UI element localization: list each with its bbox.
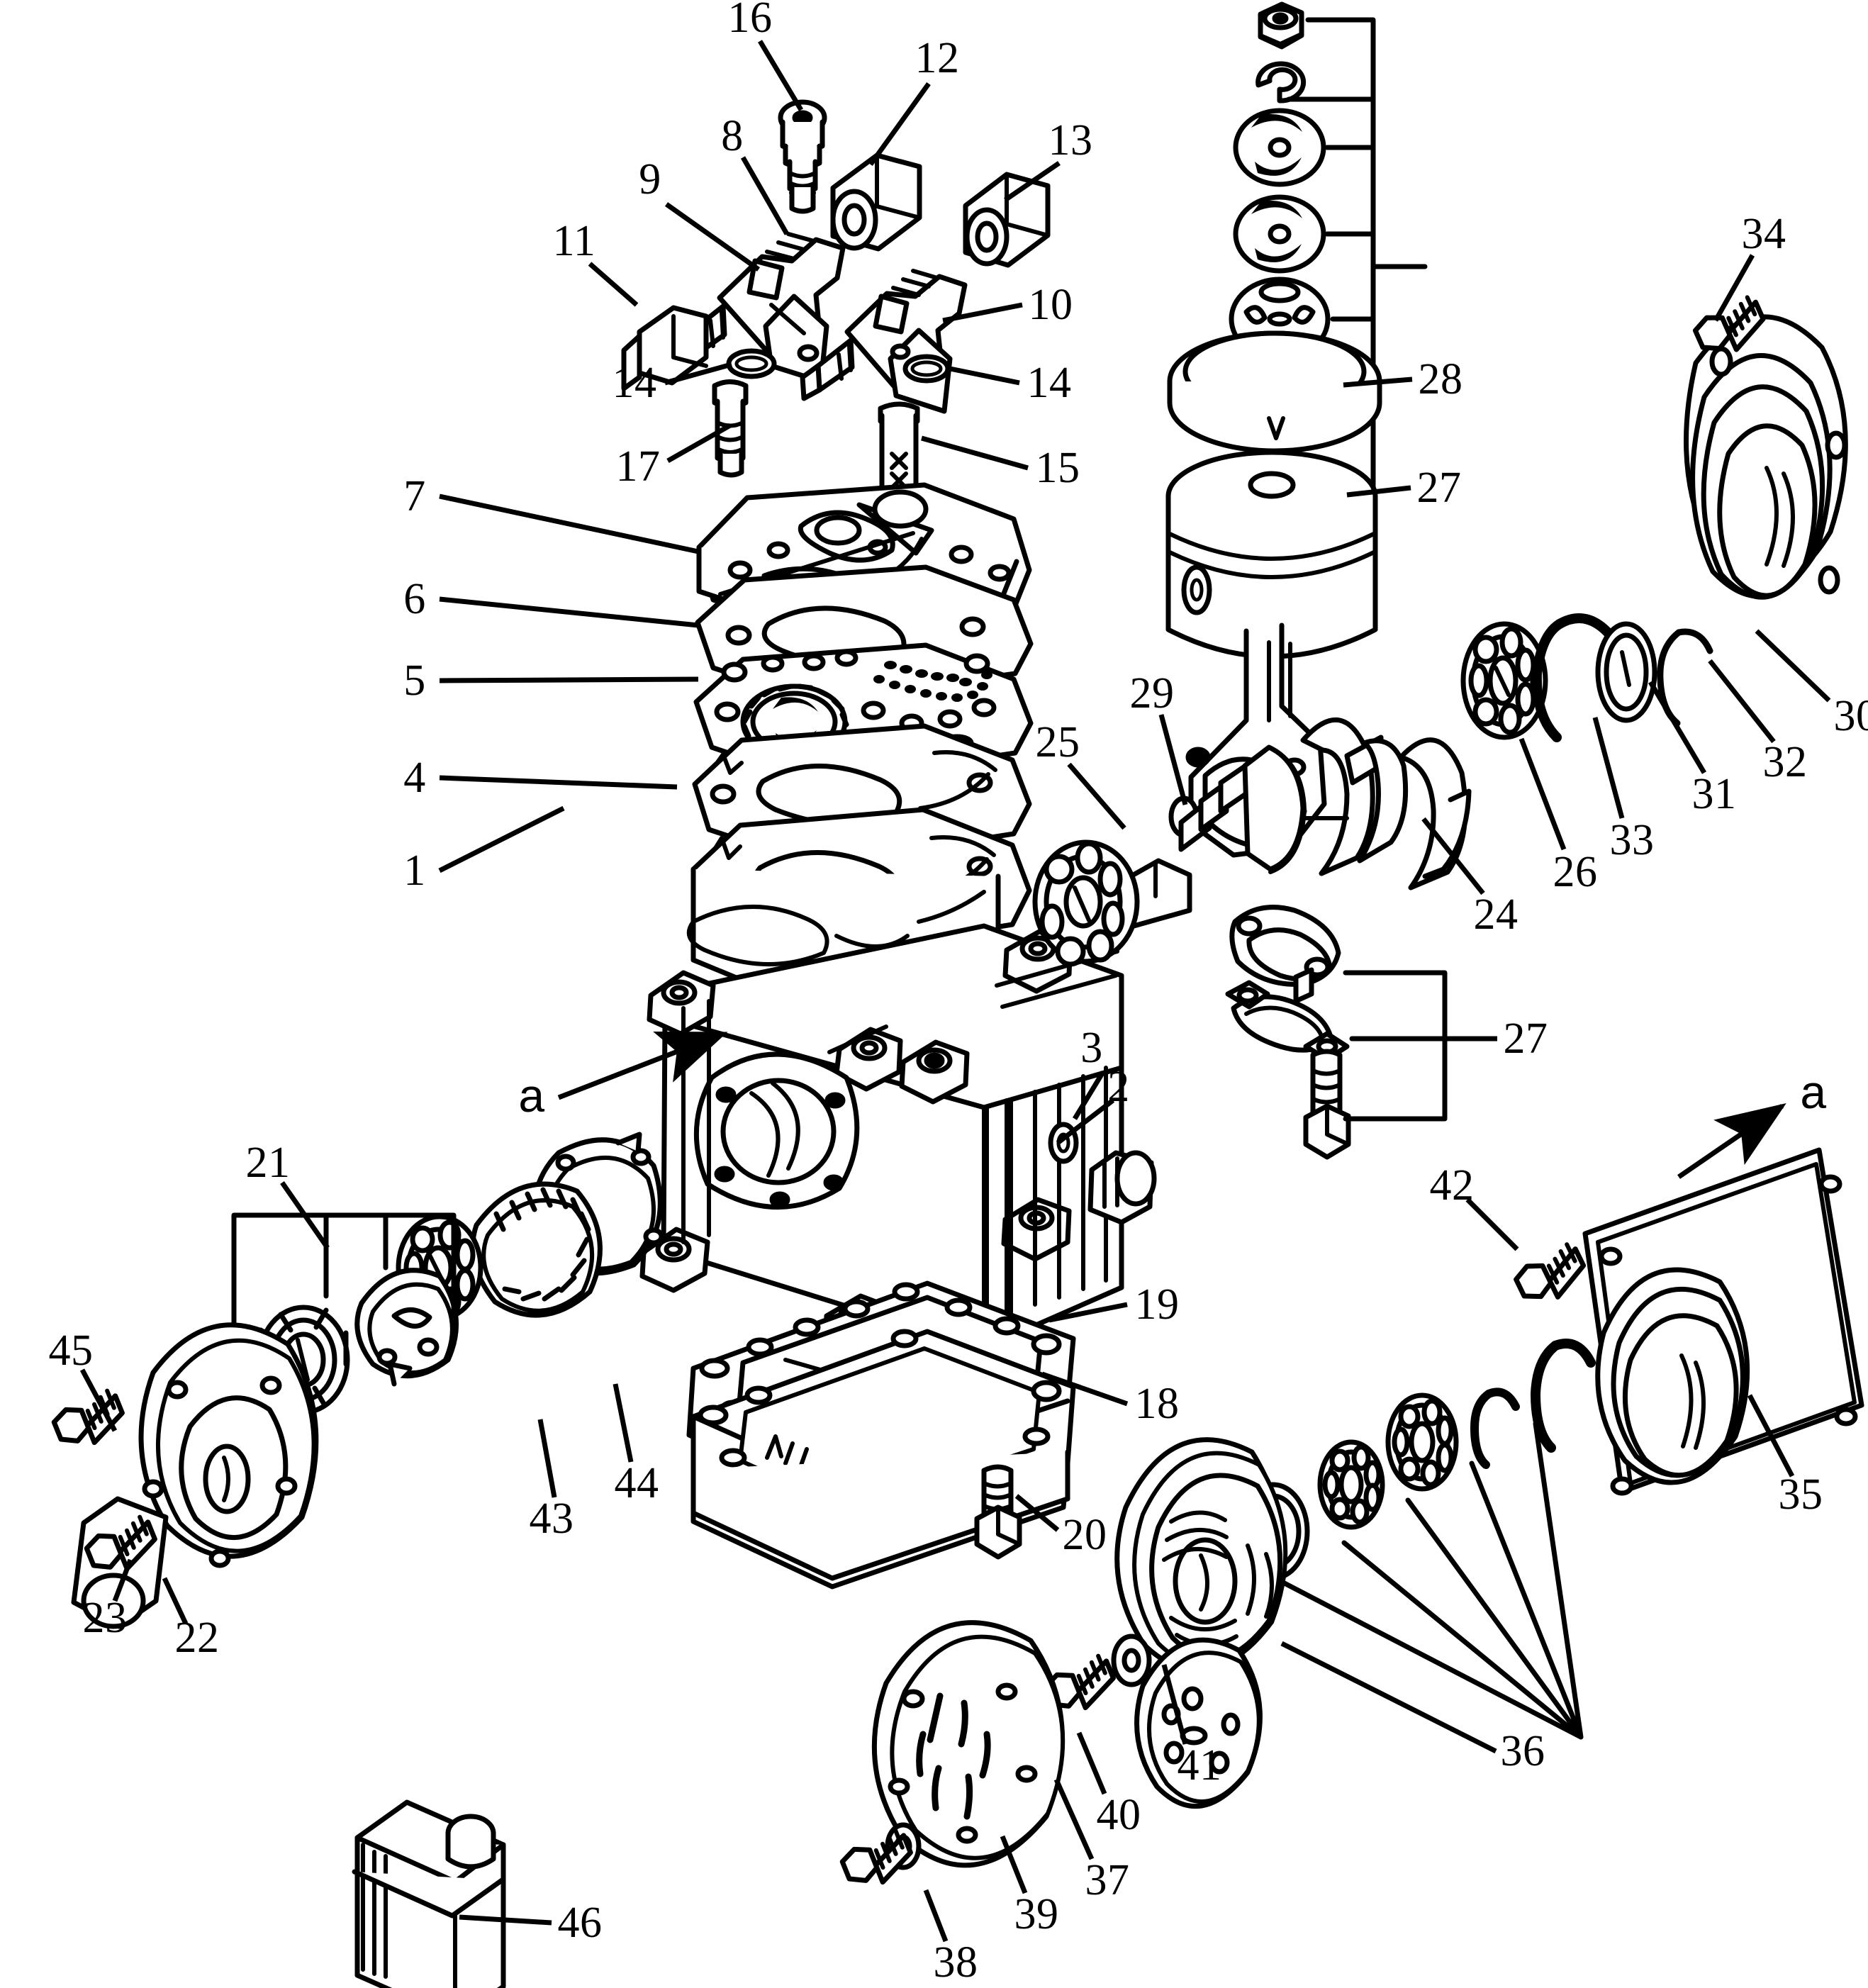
part-33-snap-ring bbox=[1531, 619, 1565, 742]
callout-label: 25 bbox=[1035, 718, 1080, 766]
callout-label: 1 bbox=[403, 847, 426, 895]
callout-label: 38 bbox=[933, 1938, 978, 1987]
part-30-bearing-housing-cover bbox=[1684, 314, 1848, 600]
part-27-bearing-cap-lower bbox=[1225, 980, 1350, 1062]
part-38-cover-bolt bbox=[839, 1828, 917, 1894]
bracket-group-36 bbox=[1277, 1421, 1584, 1740]
callout-label: 43 bbox=[529, 1495, 574, 1543]
callout-label: 19 bbox=[1134, 1280, 1180, 1329]
callout-label: 4 bbox=[403, 754, 426, 802]
callout-label: 46 bbox=[557, 1899, 603, 1947]
part-17-stud-bolt bbox=[712, 379, 749, 478]
part-12-union-nut bbox=[830, 152, 922, 252]
callout-label: 13 bbox=[1048, 116, 1093, 164]
callout-label: 29 bbox=[1129, 669, 1175, 717]
callout-label: 11 bbox=[552, 217, 596, 265]
part-28-piston-ring bbox=[1167, 330, 1382, 454]
callout-label: 44 bbox=[614, 1459, 659, 1507]
callout-label: 3 bbox=[1080, 1024, 1103, 1072]
callout-label: 30 bbox=[1833, 692, 1868, 740]
section-marker-a-right: a bbox=[1800, 1066, 1827, 1118]
part-16-banjo-bolt bbox=[778, 99, 827, 214]
callout-label: 14 bbox=[1027, 359, 1072, 407]
callout-label: 24 bbox=[1473, 890, 1519, 939]
callout-label: 8 bbox=[721, 112, 744, 160]
part-21-governor-disc bbox=[354, 1268, 459, 1387]
callout-label: 34 bbox=[1741, 210, 1786, 258]
leader-lines bbox=[79, 40, 1831, 1943]
callout-label: 2 bbox=[1107, 1063, 1130, 1111]
callout-label: 14 bbox=[612, 359, 657, 407]
part-43-bearing-cage bbox=[470, 1181, 603, 1318]
part-pulley bbox=[1114, 1437, 1288, 1673]
part-36-bearing-a bbox=[1317, 1439, 1385, 1530]
part-31-oil-seal bbox=[1595, 621, 1657, 723]
callout-label: 15 bbox=[1035, 444, 1080, 492]
callout-label: 42 bbox=[1429, 1161, 1475, 1210]
callout-label: 45 bbox=[48, 1327, 94, 1375]
part-20-pan-bolt bbox=[974, 1464, 1022, 1560]
part-27-cap-bolt bbox=[1303, 1049, 1351, 1160]
callout-label: 20 bbox=[1062, 1511, 1107, 1559]
callout-label: 39 bbox=[1014, 1890, 1059, 1938]
callout-label: 26 bbox=[1553, 848, 1598, 896]
bracket-group-21 bbox=[231, 1212, 457, 1333]
part-2-plug bbox=[1087, 1150, 1157, 1225]
callout-label: 23 bbox=[82, 1594, 128, 1642]
part-11-nut-cap bbox=[621, 305, 709, 391]
callout-label: 6 bbox=[403, 575, 426, 623]
part-36-bearing-b bbox=[1385, 1392, 1459, 1492]
callout-label: 9 bbox=[639, 155, 661, 203]
callout-label: 32 bbox=[1762, 738, 1808, 786]
callout-label: 5 bbox=[403, 657, 426, 705]
part-36-bearing-set bbox=[1236, 1339, 1596, 1581]
callout-label: 18 bbox=[1134, 1380, 1180, 1428]
part-27-bearing-cap-upper bbox=[1229, 905, 1341, 1004]
part-46-oil-container bbox=[352, 1799, 506, 1988]
part-25-ball-bearing bbox=[1032, 839, 1140, 967]
callout-label: 17 bbox=[615, 442, 661, 491]
part-18-oil-pan bbox=[690, 1329, 1076, 1590]
callout-label: 22 bbox=[174, 1614, 220, 1662]
part-42-flange-bolt bbox=[1512, 1242, 1591, 1310]
callout-label: 35 bbox=[1778, 1470, 1823, 1519]
callout-label: 21 bbox=[245, 1139, 291, 1187]
callout-label: 41 bbox=[1177, 1741, 1222, 1789]
part-35-mounting-flange-plate bbox=[1582, 1147, 1864, 1496]
section-arrows bbox=[557, 1031, 1786, 1179]
callout-label: 16 bbox=[727, 0, 773, 42]
callout-label: 33 bbox=[1609, 816, 1655, 864]
part-45-housing-bolt bbox=[50, 1389, 128, 1454]
part-governor-housing bbox=[138, 1322, 319, 1568]
callout-label: 27 bbox=[1416, 464, 1462, 512]
callout-label: 27 bbox=[1503, 1015, 1548, 1063]
part-37-end-cover-plate bbox=[871, 1620, 1066, 1868]
callout-label: 40 bbox=[1096, 1791, 1141, 1839]
callout-label: 28 bbox=[1418, 355, 1463, 403]
callout-label: 37 bbox=[1085, 1856, 1130, 1904]
part-15-dowel-pin bbox=[878, 401, 920, 502]
callout-label: 7 bbox=[403, 472, 426, 520]
callout-label: 31 bbox=[1691, 770, 1737, 818]
callout-label: 12 bbox=[915, 34, 960, 82]
part-13-union-nut bbox=[963, 172, 1051, 268]
section-marker-a-left: a bbox=[518, 1069, 545, 1122]
bracket-group-27 bbox=[1343, 970, 1448, 1122]
part-41-washer bbox=[1111, 1634, 1152, 1687]
part-9-elbow-fitting bbox=[671, 232, 846, 384]
callout-label: 36 bbox=[1500, 1727, 1545, 1775]
callout-label: 10 bbox=[1028, 281, 1073, 329]
